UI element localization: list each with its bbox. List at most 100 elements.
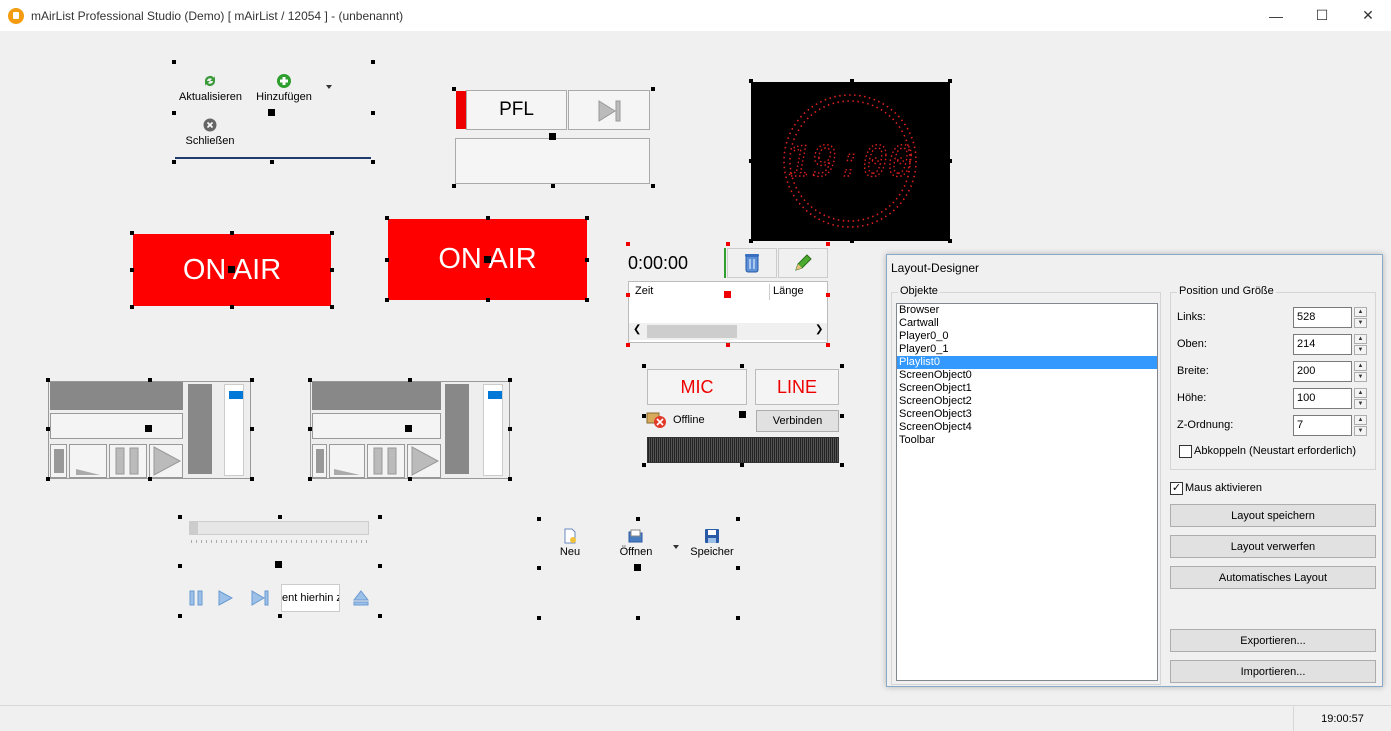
top-spinner[interactable]: 214 ▲ ▼ [1293, 334, 1367, 355]
object-list-item[interactable]: Browser [899, 304, 940, 316]
eject-icon[interactable] [352, 589, 370, 607]
resize-handle[interactable] [148, 477, 152, 481]
z-order-spinner[interactable]: 7 ▲ ▼ [1293, 415, 1367, 436]
spin-up-icon[interactable]: ▲ [1354, 361, 1367, 371]
resize-handle[interactable] [508, 427, 512, 431]
resize-handle[interactable] [172, 160, 176, 164]
resize-handle[interactable] [371, 160, 375, 164]
resize-handle[interactable] [46, 477, 50, 481]
player-fade-button[interactable] [69, 444, 107, 478]
resize-handle[interactable] [270, 160, 274, 164]
player-pause-button[interactable] [367, 444, 405, 478]
resize-handle[interactable] [948, 159, 952, 163]
resize-handle[interactable] [726, 343, 730, 347]
resize-handle[interactable] [230, 305, 234, 309]
resize-handle[interactable] [948, 79, 952, 83]
export-button[interactable]: Exportieren... [1170, 629, 1376, 652]
resize-handle[interactable] [385, 258, 389, 262]
auto-layout-button[interactable]: Automatisches Layout [1170, 566, 1376, 589]
resize-handle[interactable] [551, 184, 555, 188]
connect-button[interactable]: Verbinden [756, 410, 839, 432]
move-handle[interactable] [484, 256, 491, 263]
resize-handle[interactable] [840, 414, 844, 418]
height-spinner[interactable]: 100 ▲ ▼ [1293, 388, 1367, 409]
z-order-input[interactable]: 7 [1293, 415, 1352, 436]
resize-handle[interactable] [178, 564, 182, 568]
resize-handle[interactable] [840, 364, 844, 368]
line-button[interactable]: LINE [755, 369, 839, 405]
transport-object[interactable]: ent hierhin zi [181, 518, 379, 618]
horizontal-scrollbar[interactable]: ❮ ❯ [629, 323, 827, 340]
transport-text-field[interactable]: ent hierhin zi [281, 584, 340, 612]
width-input[interactable]: 200 [1293, 361, 1352, 382]
resize-handle[interactable] [378, 515, 382, 519]
player-fade-button[interactable] [329, 444, 365, 478]
resize-handle[interactable] [378, 614, 382, 618]
resize-handle[interactable] [172, 60, 176, 64]
resize-handle[interactable] [642, 414, 646, 418]
object-list-item[interactable]: Player0_0 [899, 330, 949, 342]
move-handle[interactable] [275, 561, 282, 568]
resize-handle[interactable] [585, 258, 589, 262]
resize-handle[interactable] [385, 298, 389, 302]
resize-handle[interactable] [308, 477, 312, 481]
resize-handle[interactable] [250, 427, 254, 431]
width-spinner[interactable]: 200 ▲ ▼ [1293, 361, 1367, 382]
resize-handle[interactable] [330, 305, 334, 309]
resize-handle[interactable] [130, 305, 134, 309]
resize-handle[interactable] [651, 184, 655, 188]
object-list-item[interactable]: Toolbar [899, 434, 936, 446]
refresh-button[interactable]: Aktualisieren [179, 73, 242, 103]
resize-handle[interactable] [537, 517, 541, 521]
resize-handle[interactable] [740, 463, 744, 467]
close-object-button[interactable]: Schließen [181, 117, 239, 147]
resize-handle[interactable] [130, 231, 134, 235]
resize-handle[interactable] [371, 111, 375, 115]
add-dropdown-arrow-icon[interactable] [326, 85, 332, 89]
save-button[interactable]: Speicher [688, 528, 736, 558]
player-rewind-button[interactable] [312, 444, 327, 478]
open-dropdown-arrow-icon[interactable] [673, 545, 679, 549]
resize-handle[interactable] [626, 242, 630, 246]
resize-handle[interactable] [840, 463, 844, 467]
resize-handle[interactable] [826, 343, 830, 347]
mouse-enable-checkbox[interactable]: ✓ [1170, 482, 1183, 495]
resize-handle[interactable] [508, 477, 512, 481]
import-button[interactable]: Importieren... [1170, 660, 1376, 683]
move-handle[interactable] [268, 109, 275, 116]
toolbar-object[interactable]: Aktualisieren Hinzufügen Schließen [175, 63, 373, 163]
spin-up-icon[interactable]: ▲ [1354, 334, 1367, 344]
resize-handle[interactable] [850, 239, 854, 243]
resize-handle[interactable] [826, 293, 830, 297]
resize-handle[interactable] [626, 343, 630, 347]
onair-light-right[interactable]: ON AIR [388, 219, 587, 300]
resize-handle[interactable] [740, 364, 744, 368]
spin-down-icon[interactable]: ▼ [1354, 318, 1367, 328]
resize-handle[interactable] [486, 216, 490, 220]
minimize-button[interactable]: — [1269, 7, 1283, 24]
top-input[interactable]: 214 [1293, 334, 1352, 355]
resize-handle[interactable] [850, 79, 854, 83]
resize-handle[interactable] [46, 378, 50, 382]
resize-handle[interactable] [585, 216, 589, 220]
spin-down-icon[interactable]: ▼ [1354, 345, 1367, 355]
playlist-trash-button[interactable] [727, 248, 777, 278]
resize-handle[interactable] [749, 239, 753, 243]
spin-down-icon[interactable]: ▼ [1354, 399, 1367, 409]
move-handle[interactable] [145, 425, 152, 432]
resize-handle[interactable] [537, 566, 541, 570]
move-handle[interactable] [549, 133, 556, 140]
discard-layout-button[interactable]: Layout verwerfen [1170, 535, 1376, 558]
pfl-next-button[interactable] [568, 90, 650, 130]
pause-icon[interactable] [187, 589, 205, 607]
object-list-item[interactable]: ScreenObject0 [899, 369, 972, 381]
resize-handle[interactable] [749, 159, 753, 163]
object-list-item[interactable]: ScreenObject4 [899, 421, 972, 433]
resize-handle[interactable] [452, 87, 456, 91]
resize-handle[interactable] [948, 239, 952, 243]
player-volume-slider[interactable] [483, 384, 503, 476]
resize-handle[interactable] [651, 87, 655, 91]
close-button[interactable]: ✕ [1362, 7, 1374, 23]
resize-handle[interactable] [330, 231, 334, 235]
